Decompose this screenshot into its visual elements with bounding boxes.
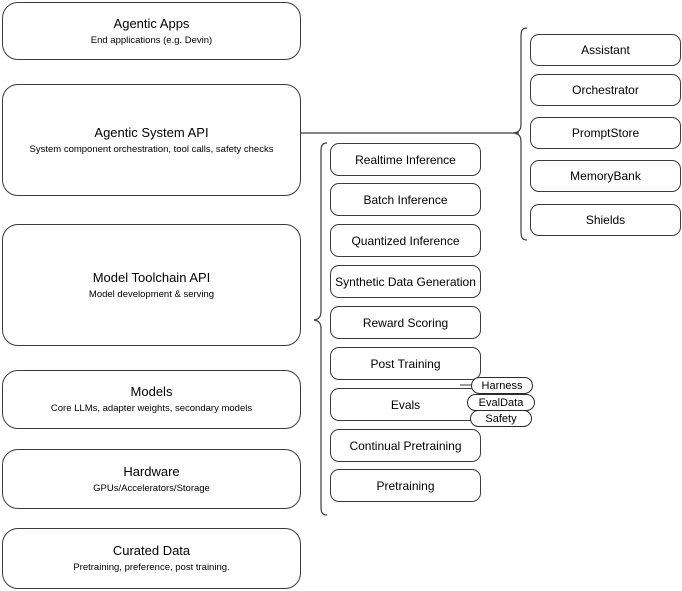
toolchain-batch-inference[interactable]: Batch Inference: [330, 183, 481, 216]
layer-subtitle: Model development & serving: [88, 288, 215, 300]
toolchain-pretraining[interactable]: Pretraining: [330, 469, 481, 502]
layer-title: Agentic System API: [94, 124, 209, 140]
layer-title: Model Toolchain API: [92, 269, 211, 285]
system-component-shields[interactable]: Shields: [530, 204, 681, 236]
eval-tag-harness[interactable]: Harness: [471, 377, 533, 394]
system-component-label: Assistant: [581, 43, 630, 57]
toolchain-label: Quantized Inference: [351, 233, 460, 248]
eval-tag-label: Harness: [481, 379, 523, 392]
toolchain-quantized-inference[interactable]: Quantized Inference: [330, 224, 481, 257]
layer-models[interactable]: Models Core LLMs, adapter weights, secon…: [2, 370, 301, 429]
layer-model-toolchain-api[interactable]: Model Toolchain API Model development & …: [2, 224, 301, 346]
layer-curated-data[interactable]: Curated Data Pretraining, preference, po…: [2, 528, 301, 589]
layer-hardware[interactable]: Hardware GPUs/Accelerators/Storage: [2, 449, 301, 509]
toolchain-post-training[interactable]: Post Training: [330, 347, 481, 380]
layer-subtitle: Core LLMs, adapter weights, secondary mo…: [50, 403, 253, 414]
toolchain-label: Evals: [390, 397, 421, 412]
toolchain-label: Post Training: [370, 356, 441, 371]
eval-tag-evaldata[interactable]: EvalData: [467, 394, 535, 411]
system-component-assistant[interactable]: Assistant: [530, 34, 681, 66]
toolchain-reward-scoring[interactable]: Reward Scoring: [330, 306, 481, 339]
layer-title: Models: [130, 384, 173, 399]
layer-title: Agentic Apps: [113, 15, 190, 31]
layer-title: Curated Data: [112, 543, 191, 558]
eval-tag-label: EvalData: [478, 396, 524, 409]
layer-subtitle: GPUs/Accelerators/Storage: [93, 482, 210, 494]
layer-title: Hardware: [123, 463, 180, 479]
system-component-label: PromptStore: [571, 126, 640, 140]
toolchain-evals[interactable]: Evals: [330, 388, 481, 421]
toolchain-synthetic-data-generation[interactable]: Synthetic Data Generation: [330, 265, 481, 298]
toolchain-label: Reward Scoring: [362, 315, 449, 330]
system-component-memorybank[interactable]: MemoryBank: [530, 160, 681, 192]
layer-subtitle: Pretraining, preference, post training.: [73, 562, 230, 573]
eval-tag-safety[interactable]: Safety: [470, 410, 532, 427]
system-component-orchestrator[interactable]: Orchestrator: [530, 74, 681, 106]
toolchain-label: Continual Pretraining: [349, 438, 462, 453]
layer-subtitle: End applications (e.g. Devin): [90, 34, 213, 46]
toolchain-label: Pretraining: [376, 478, 435, 493]
layer-agentic-apps[interactable]: Agentic Apps End applications (e.g. Devi…: [2, 2, 301, 60]
system-component-label: Orchestrator: [572, 83, 639, 97]
eval-tag-label: Safety: [485, 412, 517, 425]
system-component-label: Shields: [585, 213, 626, 227]
layer-subtitle: System component orchestration, tool cal…: [29, 143, 274, 155]
toolchain-label: Realtime Inference: [355, 152, 456, 167]
toolchain-realtime-inference[interactable]: Realtime Inference: [330, 143, 481, 176]
system-component-promptstore[interactable]: PromptStore: [530, 117, 681, 149]
toolchain-label: Synthetic Data Generation: [335, 274, 476, 289]
system-component-label: MemoryBank: [570, 169, 641, 183]
toolchain-label: Batch Inference: [363, 192, 448, 207]
layer-agentic-system-api[interactable]: Agentic System API System component orch…: [2, 84, 301, 196]
toolchain-continual-pretraining[interactable]: Continual Pretraining: [330, 429, 481, 462]
